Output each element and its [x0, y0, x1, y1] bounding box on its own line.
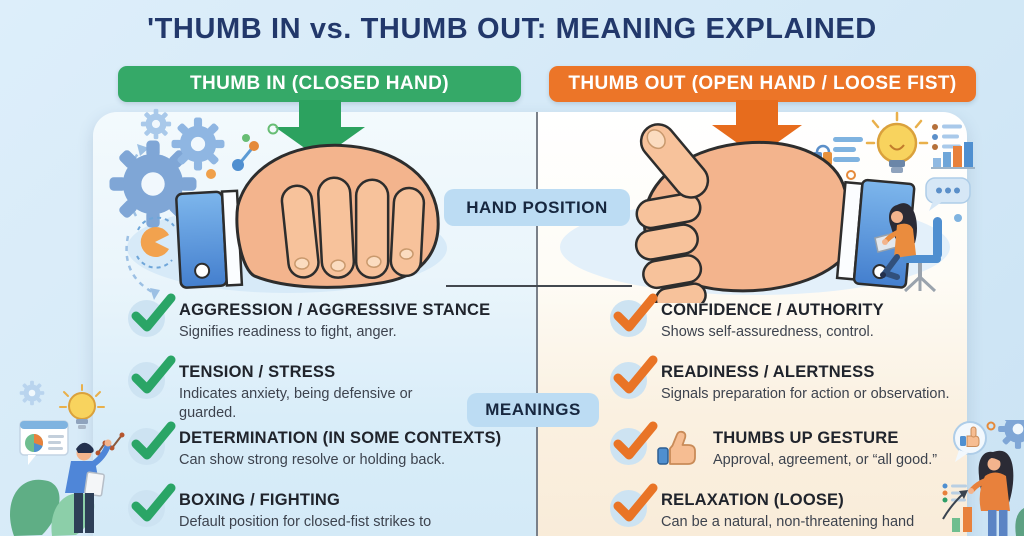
thumbs-up-icon: [657, 430, 696, 465]
item-title: BOXING / FIGHTING: [179, 491, 341, 509]
check-icon: [128, 421, 176, 465]
list-item: DETERMINATION (IN SOME CONTEXTS) Can sho…: [128, 421, 502, 470]
presenter-person: [65, 439, 112, 533]
list-item: CONFIDENCE / AUTHORITY Shows self-assure…: [610, 293, 884, 342]
presenter-person-illustration: [9, 380, 125, 536]
lightbulb-icon: [865, 111, 929, 173]
loose-fist-illustration: [560, 111, 975, 303]
arrowhead: [137, 144, 149, 156]
text-lines-icon: [833, 137, 863, 162]
person-figure: [968, 450, 1014, 536]
person-illustration: [942, 420, 1024, 536]
list-item: TENSION / STRESS Indicates anxiety, bein…: [128, 355, 451, 422]
section-divider-line: [446, 285, 632, 287]
check-icon: [610, 355, 658, 399]
item-desc: Signals preparation for action or observ…: [661, 386, 950, 402]
hand-position-label: HAND POSITION: [444, 189, 630, 226]
zigzag-line-icon: [95, 432, 125, 456]
plant-leaves-icon: [9, 479, 95, 536]
item-desc: Shows self-assuredness, control.: [661, 324, 874, 340]
item-title: AGGRESSION / AGGRESSIVE STANCE: [179, 301, 491, 319]
list-item: BOXING / FIGHTING Default position for c…: [128, 483, 432, 532]
finger-curls: [634, 192, 707, 303]
item-desc: Approval, agreement, or “all good.”: [713, 452, 938, 468]
check-icon: [128, 483, 176, 527]
list-item: READINESS / ALERTNESS Signals preparatio…: [610, 355, 950, 404]
hand-position-text: HAND POSITION: [466, 197, 608, 217]
ring-dot: [846, 170, 856, 180]
check-icon: [610, 421, 658, 465]
item-desc: Signifies readiness to fight, anger.: [179, 324, 397, 340]
item-title: RELAXATION (LOOSE): [661, 491, 844, 509]
list-item: AGGRESSION / AGGRESSIVE STANCE Signifies…: [128, 293, 491, 342]
sleeve: [835, 178, 916, 289]
gear-icon: [998, 420, 1024, 449]
down-arrow-green-icon: [275, 100, 365, 159]
check-icon: [610, 483, 658, 527]
banner-thumb-out-label: THUMB OUT (OPEN HAND / LOOSE FIST): [568, 73, 957, 94]
ring-dot: [986, 421, 996, 431]
item-desc: Default position for closed-fist strikes…: [179, 514, 432, 530]
arrowhead: [150, 288, 160, 300]
banner-thumb-in: THUMB IN (CLOSED HAND): [118, 66, 521, 102]
bar-chart-icon: [931, 142, 975, 169]
center-divider: [536, 112, 538, 536]
meanings-text: MEANINGS: [485, 400, 581, 419]
banner-thumb-in-label: THUMB IN (CLOSED HAND): [190, 73, 449, 94]
closed-fist-illustration: [109, 108, 447, 300]
sleeve: [175, 189, 244, 289]
loose-fist: [634, 123, 916, 303]
thumb: [639, 123, 710, 199]
gear-icon: [19, 380, 45, 406]
growth-chart-icon: [942, 490, 972, 532]
gear-icon: [140, 108, 172, 140]
list-item: RELAXATION (LOOSE) Can be a natural, non…: [610, 483, 915, 532]
page-title: 'THUMB IN vs. THUMB OUT: MEANING EXPLAIN…: [147, 13, 877, 45]
dashed-arrow-icon: [125, 147, 157, 296]
pie-chart-window-icon: [19, 420, 69, 465]
lightbulb-icon: [59, 384, 105, 429]
item-title: READINESS / ALERTNESS: [661, 363, 875, 381]
thumbs-up-bubble-icon: [953, 421, 987, 462]
fingernails: [294, 248, 414, 272]
fingers: [280, 176, 426, 280]
list-item: THUMBS UP GESTURE Approval, agreement, o…: [610, 421, 938, 470]
item-title: CONFIDENCE / AUTHORITY: [661, 301, 884, 319]
check-icon: [610, 293, 658, 337]
banner-thumb-out: THUMB OUT (OPEN HAND / LOOSE FIST): [549, 66, 976, 102]
pie-spinner-icon: [136, 216, 175, 269]
plant-leaves-icon: [1015, 508, 1024, 536]
closed-fist: [175, 143, 440, 289]
item-title: THUMBS UP GESTURE: [713, 429, 899, 447]
gear-icon: [171, 117, 225, 171]
speech-bubble-icon: [925, 177, 971, 211]
dots-decoration: [206, 123, 279, 179]
person-at-laptop-illustration: [874, 203, 942, 293]
meanings-label: MEANINGS: [467, 393, 599, 427]
dot: [954, 214, 962, 222]
check-icon: [128, 355, 176, 399]
check-icon: [128, 293, 176, 337]
item-desc: Indicates anxiety, being defensive or gu…: [179, 386, 413, 421]
item-title: TENSION / STRESS: [179, 363, 336, 381]
item-desc: Can be a natural, non-threatening hand: [661, 514, 915, 530]
item-title: DETERMINATION (IN SOME CONTEXTS): [179, 429, 502, 447]
item-desc: Can show strong resolve or holding back.: [179, 452, 445, 468]
